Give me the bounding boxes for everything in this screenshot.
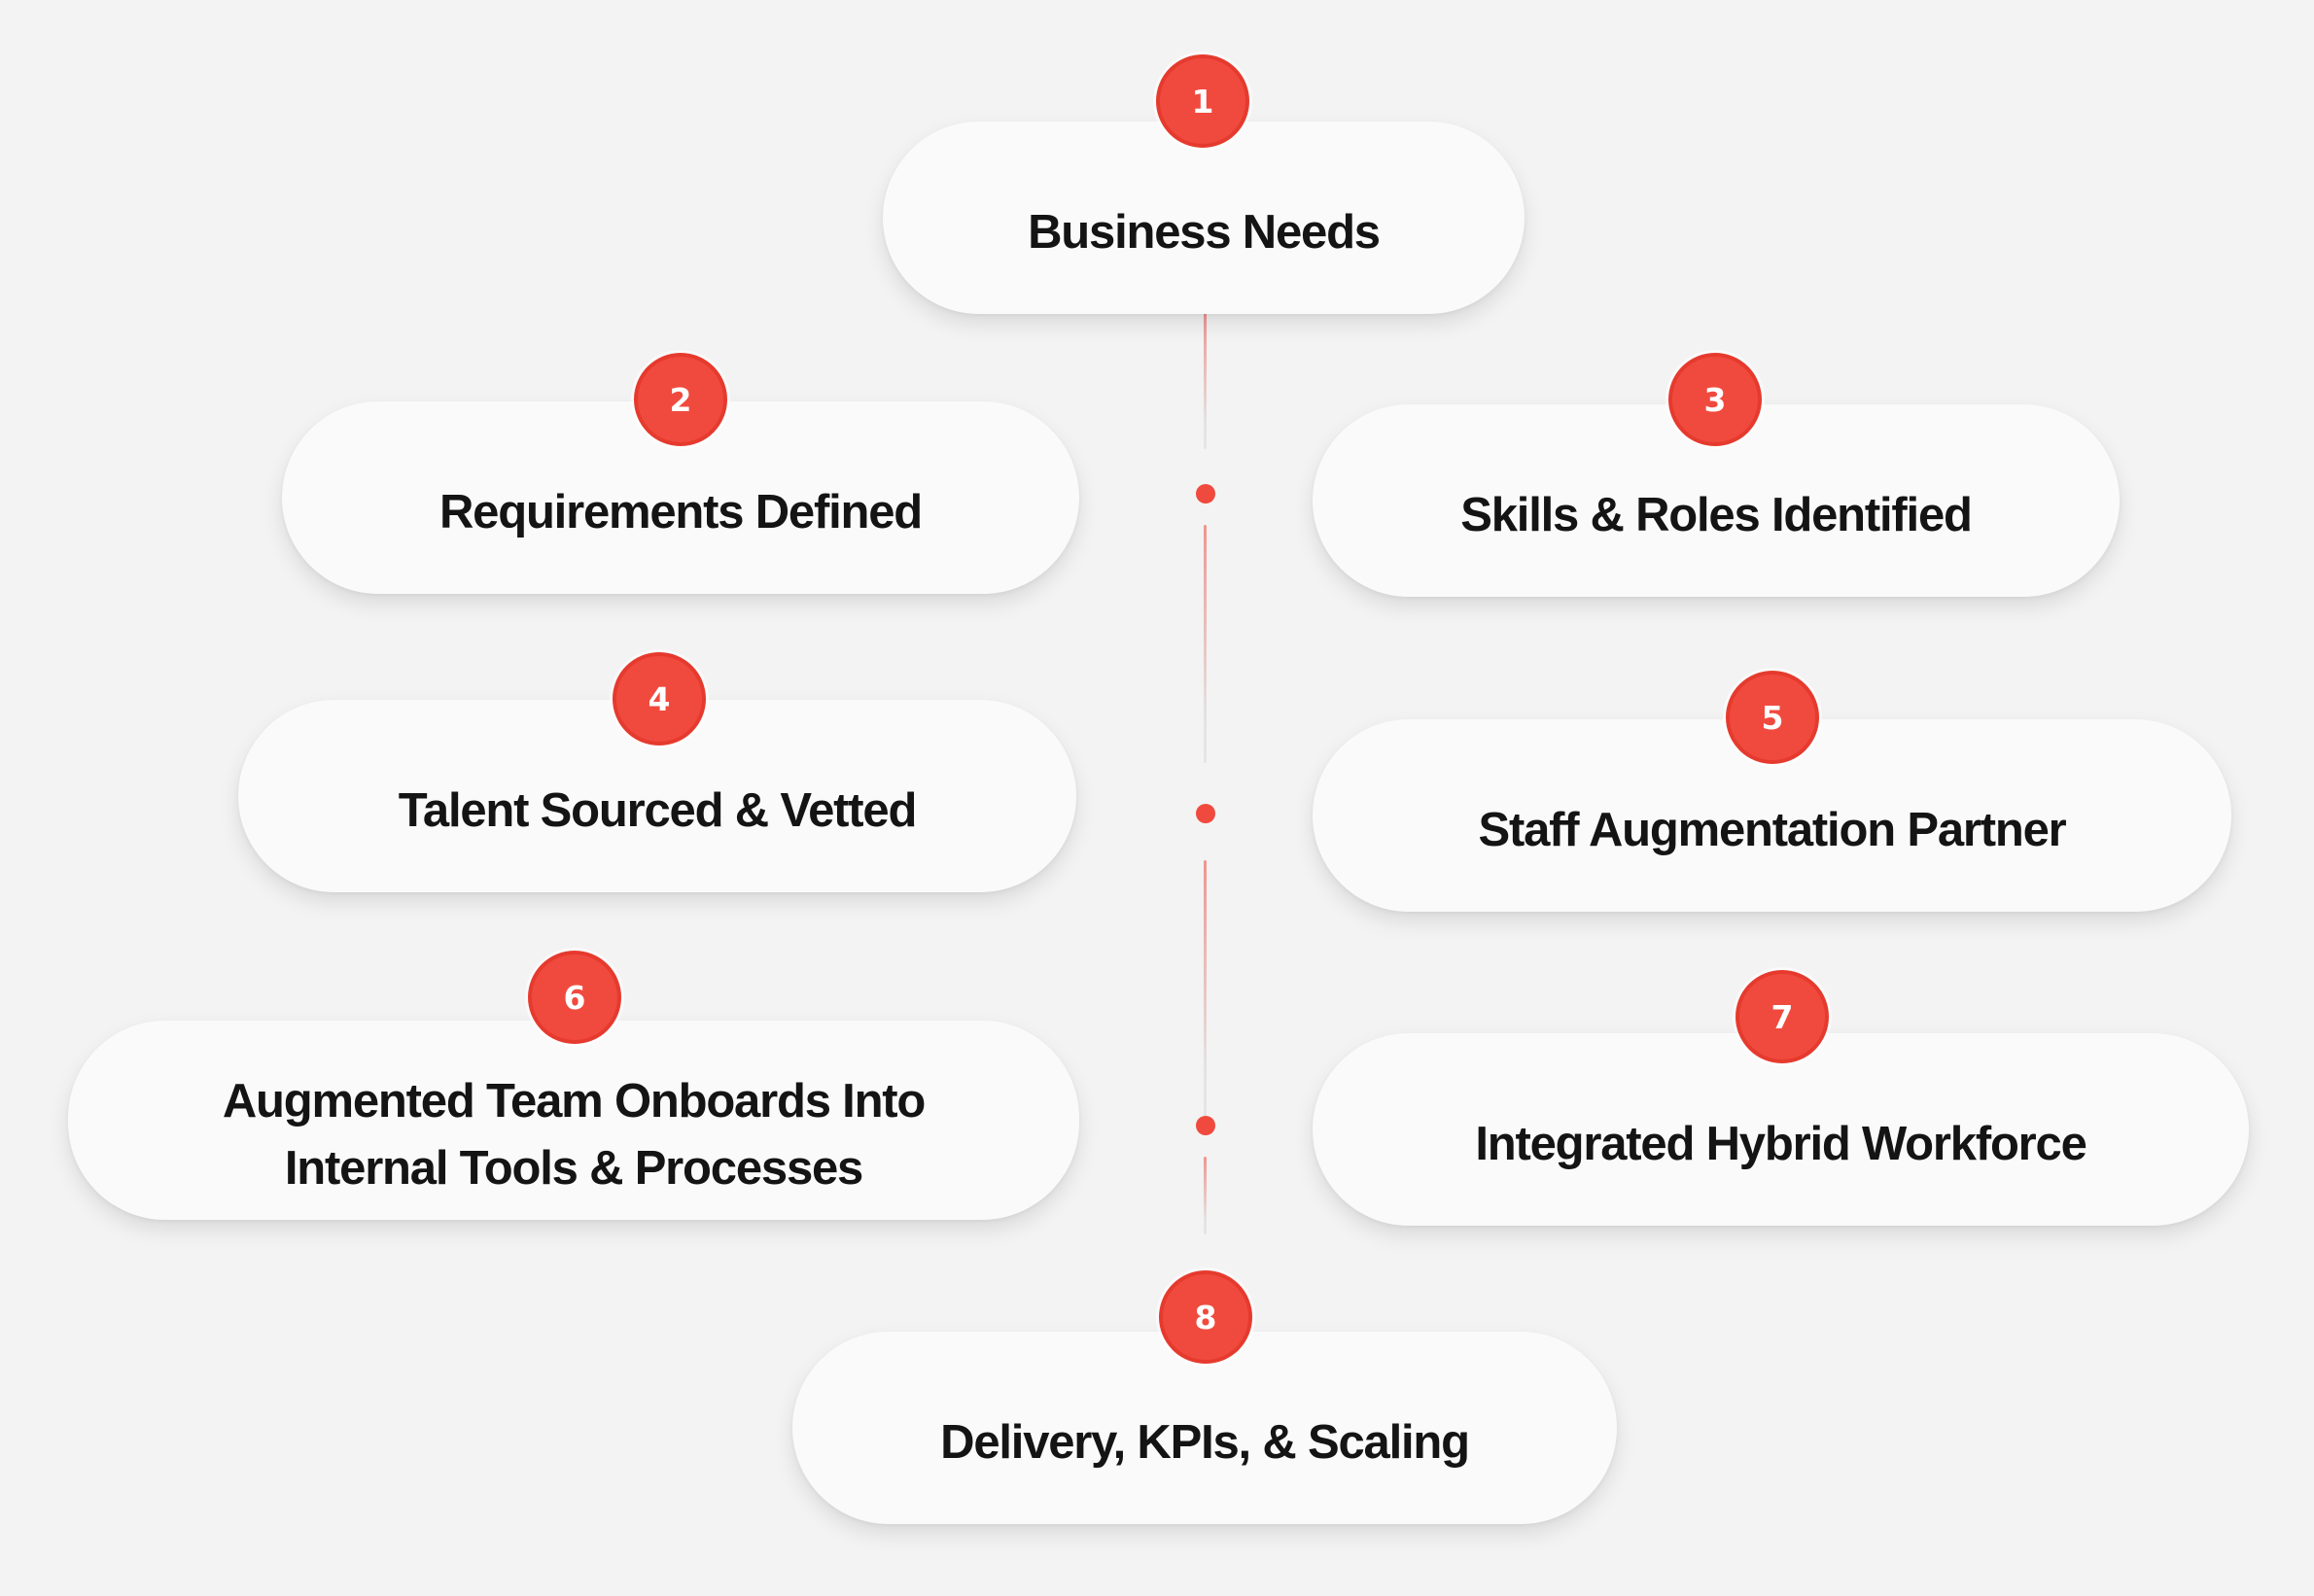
step-number-badge: 8 — [1159, 1270, 1252, 1364]
step-number: 6 — [563, 978, 586, 1017]
step-number-badge: 5 — [1726, 671, 1819, 764]
step-card-skills-roles-identified: Skills & Roles Identified — [1313, 404, 2120, 597]
step-label: Talent Sourced & Vetted — [398, 783, 918, 837]
connector-dot — [1196, 1116, 1215, 1135]
step-label: Skills & Roles Identified — [1460, 488, 1973, 541]
step-label: Requirements Defined — [438, 485, 923, 538]
step-number-badge: 4 — [613, 652, 706, 746]
step-number: 5 — [1761, 698, 1784, 737]
step-number: 1 — [1191, 82, 1214, 121]
step-label: Delivery, KPIs, & Scaling — [940, 1415, 1470, 1469]
connector-spine — [1204, 525, 1207, 763]
step-label: Integrated Hybrid Workforce — [1475, 1117, 2087, 1170]
connector-spine — [1204, 1157, 1207, 1234]
step-number: 4 — [648, 679, 671, 718]
step-number-badge: 2 — [634, 353, 727, 446]
connector-dot — [1196, 484, 1215, 503]
step-card-delivery-kpis-scaling: Delivery, KPIs, & Scaling — [792, 1332, 1617, 1524]
step-card-integrated-hybrid-workforce: Integrated Hybrid Workforce — [1313, 1033, 2249, 1226]
step-label: Business Needs — [1028, 205, 1381, 259]
step-number-badge: 6 — [528, 951, 621, 1044]
connector-dot — [1196, 804, 1215, 823]
step-label: Staff Augmentation Partner — [1478, 803, 2066, 856]
step-number: 7 — [1771, 997, 1794, 1036]
step-number-badge: 3 — [1668, 353, 1762, 446]
step-card-business-needs: Business Needs — [883, 121, 1525, 314]
connector-spine — [1204, 313, 1207, 449]
step-label: Augmented Team Onboards Into Internal To… — [222, 1074, 927, 1195]
step-number-badge: 7 — [1736, 970, 1829, 1063]
step-number: 2 — [669, 380, 692, 419]
connector-spine — [1204, 860, 1207, 1118]
step-number: 3 — [1703, 380, 1727, 419]
step-card-staff-augmentation-partner: Staff Augmentation Partner — [1313, 719, 2231, 912]
step-number: 8 — [1194, 1298, 1217, 1336]
step-card-augmented-team-onboards: Augmented Team Onboards Into Internal To… — [68, 1021, 1079, 1220]
step-number-badge: 1 — [1156, 54, 1249, 148]
